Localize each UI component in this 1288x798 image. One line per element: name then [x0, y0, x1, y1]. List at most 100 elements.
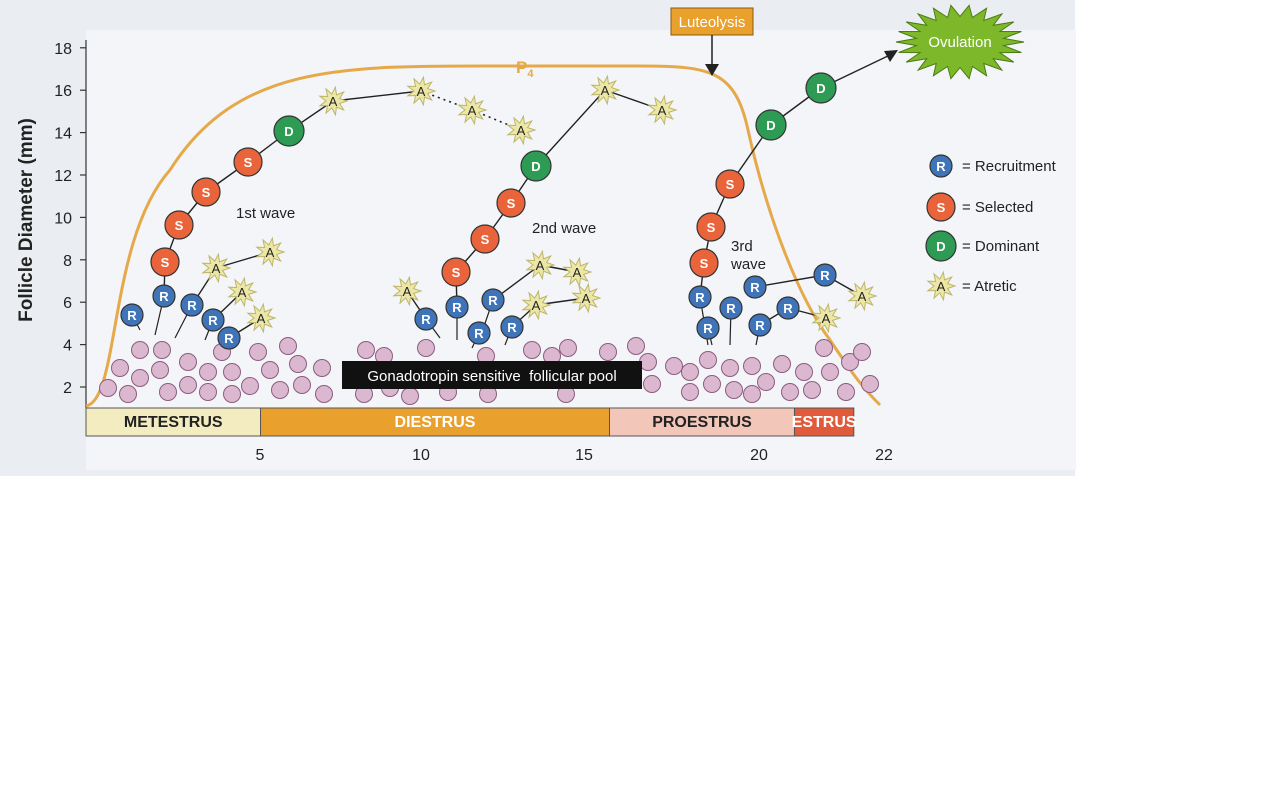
- pool-follicle: [357, 341, 375, 359]
- atretic-follicle: A: [227, 276, 258, 308]
- atretic-starburst-shape: [318, 85, 349, 117]
- recruitment-follicle: R: [467, 321, 491, 345]
- follicle-circle: [696, 316, 720, 340]
- ovulation-marker: Ovulation: [895, 4, 1025, 80]
- follicle-letter: A: [532, 298, 541, 313]
- y-tick-label: 16: [54, 83, 72, 100]
- follicle-circle: [929, 154, 953, 178]
- pool-follicle: [279, 337, 297, 355]
- follicle-circle: [152, 284, 176, 308]
- follicle-letter: S: [161, 255, 170, 270]
- atretic-follicle: A: [406, 75, 437, 107]
- phase-label-proestrus: PROESTRUS: [652, 414, 752, 431]
- phase-label-diestrus: DIESTRUS: [395, 414, 476, 431]
- x-tick-label: 22: [875, 447, 893, 464]
- follicle-letter: R: [755, 318, 765, 333]
- follicle-letter: R: [488, 293, 498, 308]
- pool-follicle: [119, 385, 137, 403]
- phase-segment-metestrus: [85, 407, 261, 437]
- follicle-letter: A: [658, 103, 667, 118]
- atretic-starburst-shape: [571, 282, 602, 314]
- pool-follicle: [199, 363, 217, 381]
- y-tick-label: 12: [54, 168, 72, 185]
- follicle-letter: S: [507, 196, 516, 211]
- atretic-follicle: A: [521, 289, 552, 321]
- ovulation-arrow-head: [884, 50, 898, 62]
- selected-follicle: S: [696, 212, 726, 242]
- follicle-letter: D: [531, 159, 540, 174]
- pool-follicle: [293, 376, 311, 394]
- luteolysis-box: [670, 7, 754, 36]
- pool-follicle: [179, 353, 197, 371]
- follicle-letter: S: [244, 155, 253, 170]
- progesterone-label-main: P: [516, 58, 527, 77]
- luteolysis-label: Luteolysis: [679, 14, 746, 31]
- recruitment-follicle: R: [500, 315, 524, 339]
- follicle-letter: A: [573, 265, 582, 280]
- selected-follicle: S: [496, 188, 526, 218]
- follicle-circle: [481, 288, 505, 312]
- follicle-letter: S: [700, 256, 709, 271]
- atretic-starburst-shape: [255, 236, 286, 268]
- follicle-circle: [805, 72, 837, 104]
- follicle-letter: S: [481, 232, 490, 247]
- pool-follicle: [271, 381, 289, 399]
- phase-label-estrus: ESTRUS: [792, 414, 857, 431]
- ovulation-starburst: [895, 4, 1025, 80]
- pool-follicle: [179, 376, 197, 394]
- pool-follicle: [241, 377, 259, 395]
- legend-item-selected: S= Selected: [926, 192, 1033, 222]
- x-tick-label: 20: [750, 447, 768, 464]
- follicle-circle: [755, 109, 787, 141]
- follicle-circle: [688, 285, 712, 309]
- follicle-circle: [233, 147, 263, 177]
- pool-follicle: [199, 383, 217, 401]
- follicle-circle: [715, 169, 745, 199]
- wave-label-1: 1st wave: [236, 205, 295, 222]
- pool-follicle: [665, 357, 683, 375]
- recruitment-follicle: R: [743, 275, 767, 299]
- pool-follicle: [153, 341, 171, 359]
- follicle-circle: [689, 248, 719, 278]
- pool-follicle: [803, 381, 821, 399]
- pool-follicle: [151, 361, 169, 379]
- follicle-letter: D: [766, 118, 775, 133]
- selected-follicle: S: [715, 169, 745, 199]
- wave-label-3-line2: wave: [730, 256, 766, 273]
- follicle-circle: [467, 321, 491, 345]
- pool-follicle: [131, 369, 149, 387]
- dominant-follicle: D: [805, 72, 837, 104]
- pool-follicle: [861, 375, 879, 393]
- pool-follicle: [639, 353, 657, 371]
- follicle-letter: R: [750, 280, 760, 295]
- atretic-starburst-shape: [246, 302, 277, 334]
- pool-follicle: [725, 381, 743, 399]
- y-tick-label: 4: [63, 338, 72, 355]
- follicle-circle: [441, 257, 471, 287]
- legend-symbol-recruitment: R: [929, 154, 953, 178]
- atretic-starburst-shape: [406, 75, 437, 107]
- follicle-circle: [217, 326, 241, 350]
- atretic-starburst-shape: [847, 280, 878, 312]
- follicle-letter: A: [266, 245, 275, 260]
- follicle-letter: A: [517, 123, 526, 138]
- atretic-follicle: A: [506, 114, 537, 146]
- legend-symbol-selected: S: [926, 192, 956, 222]
- selected-follicle: S: [689, 248, 719, 278]
- atretic-starburst-shape: [506, 114, 537, 146]
- follicle-letter: S: [937, 200, 946, 215]
- pool-follicle: [721, 359, 739, 377]
- follicle-circle: [520, 150, 552, 182]
- atretic-starburst-shape: [392, 275, 423, 307]
- follicle-letter: A: [238, 285, 247, 300]
- follicle-letter: A: [536, 258, 545, 273]
- follicle-circle: [191, 177, 221, 207]
- atretic-follicle: A: [246, 302, 277, 334]
- recruitment-follicle: R: [688, 285, 712, 309]
- luteolysis-marker: Luteolysis: [670, 7, 754, 76]
- selected-follicle: S: [191, 177, 221, 207]
- selected-follicle: S: [150, 247, 180, 277]
